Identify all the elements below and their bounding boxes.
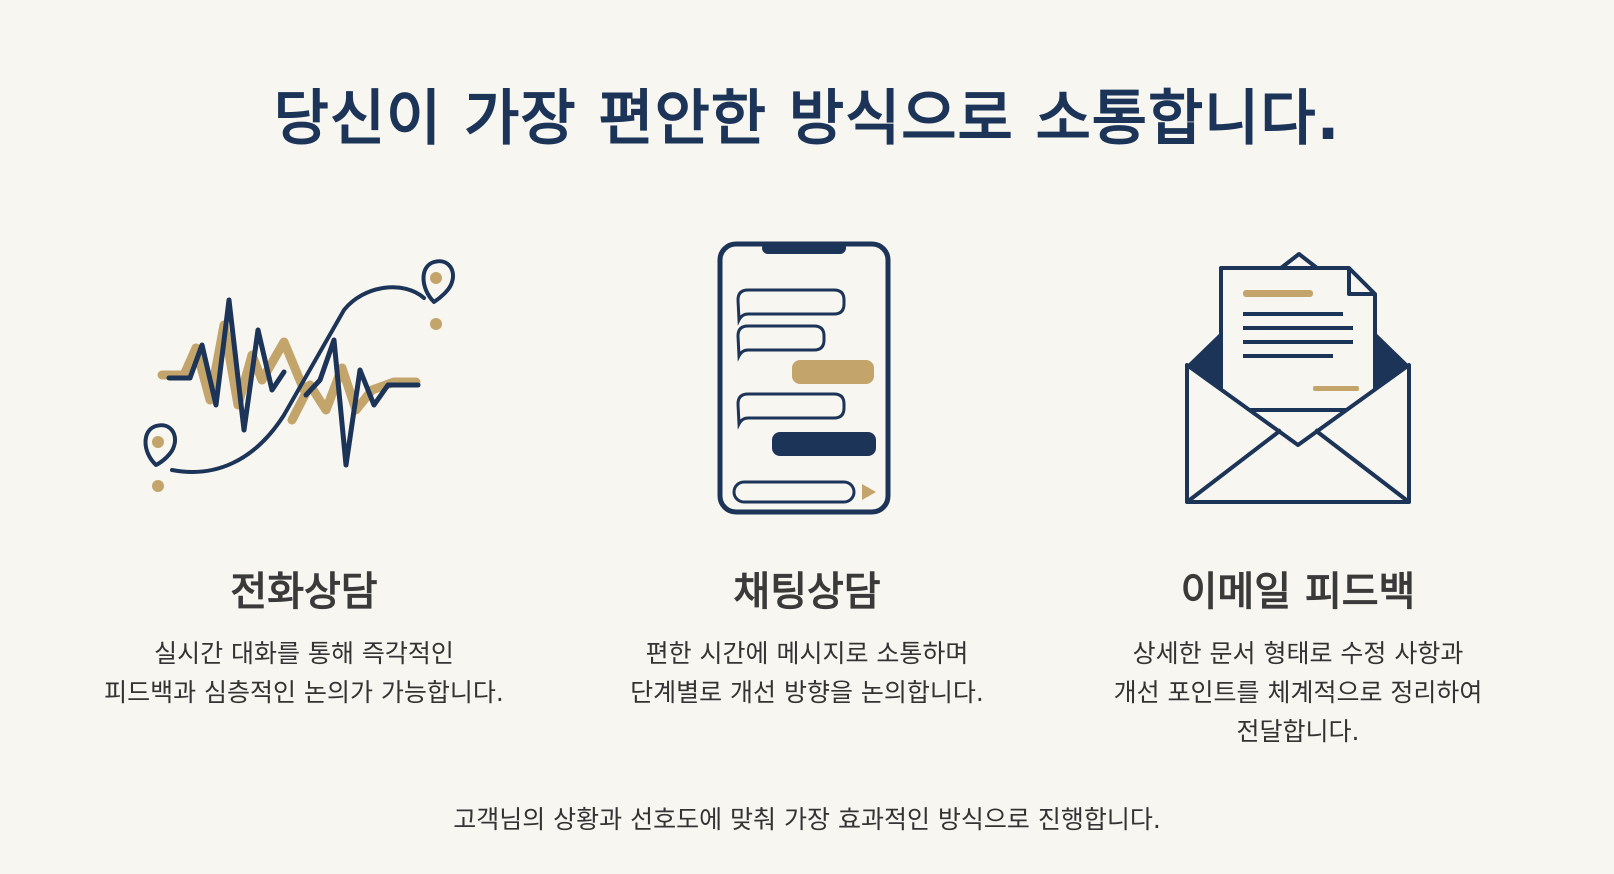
card-phone-consultation: 전화상담 실시간 대화를 통해 즉각적인 피드백과 심층적인 논의가 가능합니다… [44,240,564,712]
card-chat-consultation: 채팅상담 편한 시간에 메시지로 소통하며 단계별로 개선 방향을 논의합니다. [547,240,1067,712]
card-description: 편한 시간에 메시지로 소통하며 단계별로 개선 방향을 논의합니다. [630,639,984,707]
page-title: 당신이 가장 편안한 방식으로 소통합니다. [273,84,1341,154]
envelope-document-icon [1038,240,1558,530]
smartphone-chat-icon [547,240,1067,530]
footer-note: 고객님의 상황과 선호도에 맞춰 가장 효과적인 방식으로 진행합니다. [453,805,1161,834]
card-title: 이메일 피드백 [1180,569,1416,615]
sound-wave-location-icon [44,240,564,530]
card-title: 채팅상담 [733,569,881,615]
card-description: 실시간 대화를 통해 즉각적인 피드백과 심층적인 논의가 가능합니다. [104,639,504,707]
card-title: 전화상담 [230,569,378,615]
card-description: 상세한 문서 형태로 수정 사항과 개선 포인트를 체계적으로 정리하여 전달합… [1113,639,1483,746]
card-email-feedback: 이메일 피드백 상세한 문서 형태로 수정 사항과 개선 포인트를 체계적으로 … [1038,240,1558,751]
